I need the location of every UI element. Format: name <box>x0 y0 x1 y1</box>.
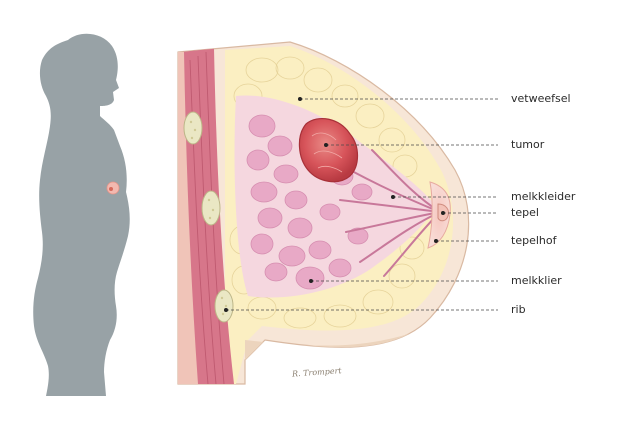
label-vetweefsel: vetweefsel <box>511 92 571 105</box>
label-melkklier: melkklier <box>511 274 562 287</box>
label-tepel: tepel <box>511 206 539 219</box>
label-tumor: tumor <box>511 138 545 151</box>
woman-silhouette <box>33 33 130 396</box>
areola-nipple <box>427 181 451 249</box>
breast-marker-icon <box>106 181 120 195</box>
label-tepelhof: tepelhof <box>511 234 557 247</box>
signature: R. Trompert <box>291 366 343 379</box>
tumor-mass <box>298 117 359 183</box>
leader-dots <box>224 97 445 312</box>
label-melkkleider: melkkleider <box>511 190 576 203</box>
ribs <box>183 111 234 323</box>
leader-lines <box>226 98 498 311</box>
label-rib: rib <box>511 303 526 316</box>
breast-cross-section: R. Trompert <box>177 41 470 385</box>
